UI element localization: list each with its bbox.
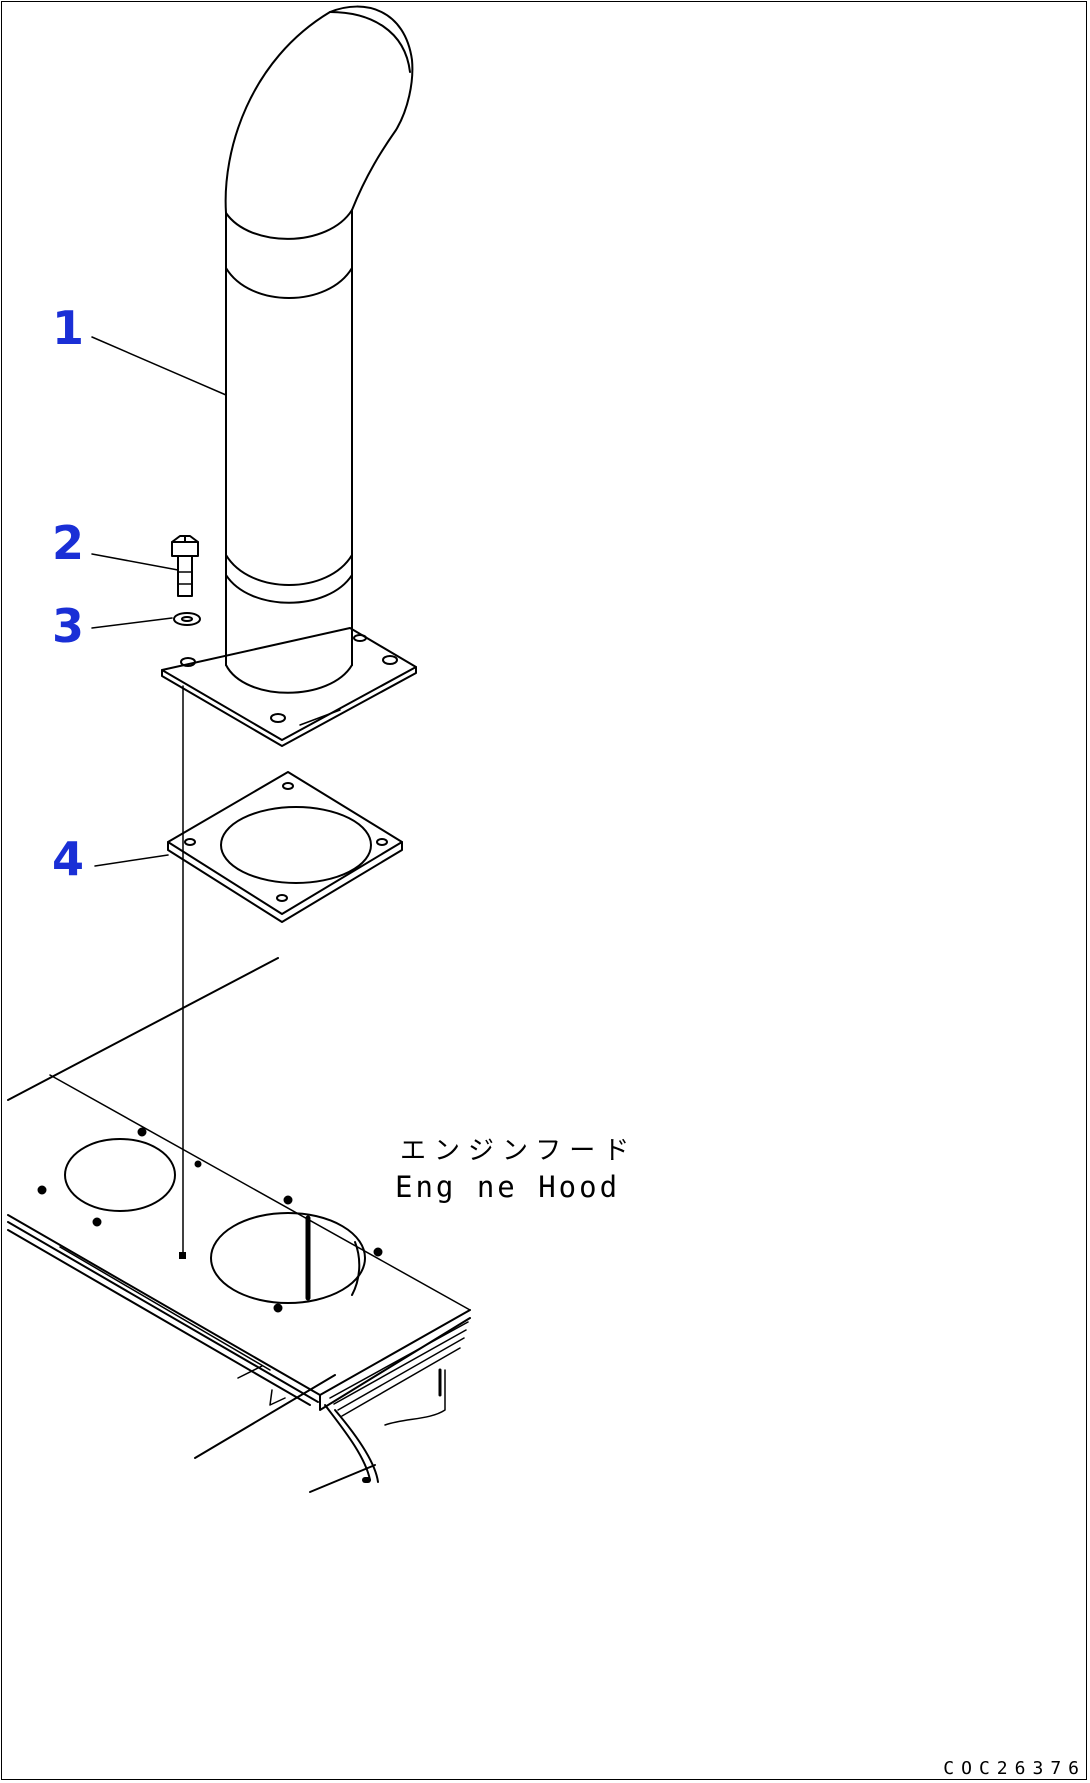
callout-4: 4 [52,832,85,886]
bolt [171,535,199,597]
leader-lines [91,336,227,867]
callout-1: 1 [52,301,85,355]
gasket [167,771,403,923]
callout-3: 3 [52,599,85,653]
callout-2: 2 [52,516,85,570]
drawing-number: COC26376 [943,1758,1086,1779]
exhaust-pipe [161,5,417,747]
washer [173,612,201,626]
engine-hood-label-en: Eng ne Hood [395,1170,621,1204]
engine-hood [7,957,471,1493]
engine-hood-label-jp: エンジンフード [400,1136,638,1166]
